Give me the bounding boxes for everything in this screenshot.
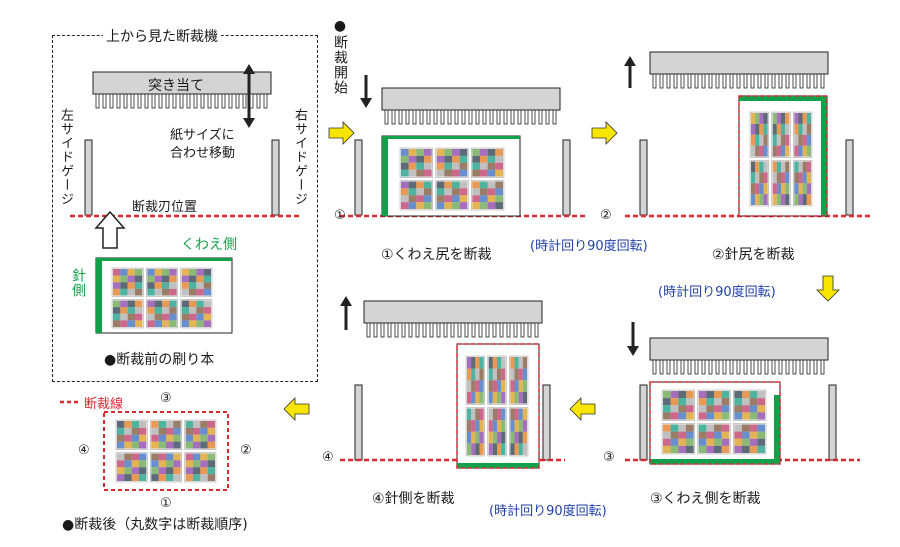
overview-title: 上から見た断裁機 — [103, 26, 221, 46]
step4-number: ④ — [322, 450, 334, 465]
step3-number: ③ — [603, 450, 615, 465]
overview-sheet — [95, 257, 233, 334]
rotate-label-2: (時計回り90度回転) — [658, 285, 776, 300]
after-n3: ③ — [160, 391, 172, 406]
left-gauge — [84, 139, 93, 216]
move-note-2: 合わせ移動 — [170, 146, 236, 161]
after-caption: ●断裁後（丸数字は断裁順序) — [62, 517, 248, 533]
yellow-arrow-icon — [816, 275, 840, 302]
yellow-arrow-icon — [328, 121, 355, 145]
legend-label: 断裁線 — [84, 397, 124, 412]
start-label: ●断裁開始 — [332, 18, 348, 95]
step3-cutter — [625, 322, 860, 465]
left-gauge-label: 左サイドゲージ — [58, 108, 73, 206]
overview-caption: ●断裁前の刷り本 — [104, 352, 215, 368]
gripper-side-label: くわえ側 — [181, 237, 237, 253]
after-sheet — [103, 411, 229, 491]
step3-caption: ③くわえ側を断裁 — [650, 491, 761, 507]
move-note-1: 紙サイズに — [170, 128, 235, 143]
rotate-label-1: (時計回り90度回転) — [530, 239, 648, 254]
hollow-up-arrow-icon — [94, 210, 126, 249]
step1-cutter — [340, 87, 585, 218]
move-arrow-icon — [243, 64, 255, 128]
yellow-arrow-icon — [569, 397, 596, 421]
after-n1: ① — [160, 496, 172, 511]
step2-caption: ②針尻を断裁 — [712, 247, 795, 263]
step4-caption: ④針側を断裁 — [372, 491, 455, 507]
blade-position-label: 断裁刃位置 — [132, 200, 198, 215]
right-gauge — [271, 139, 280, 216]
step2-number: ② — [600, 208, 612, 223]
right-gauge-label: 右サイドゲージ — [292, 108, 307, 206]
after-n4: ④ — [78, 443, 90, 458]
step1-number: ① — [334, 208, 346, 223]
step4-cutter — [340, 296, 565, 469]
needle-side-label: 針側 — [70, 268, 86, 298]
yellow-arrow-icon — [283, 397, 310, 421]
overview-stopper — [92, 71, 272, 109]
step2-cutter — [624, 51, 870, 218]
stopper-label: 突き当て — [148, 78, 204, 94]
yellow-arrow-icon — [591, 121, 618, 145]
rotate-label-3: (時計回り90度回転) — [489, 504, 607, 519]
step1-caption: ①くわえ尻を断裁 — [381, 247, 492, 263]
after-n2: ② — [240, 443, 252, 458]
